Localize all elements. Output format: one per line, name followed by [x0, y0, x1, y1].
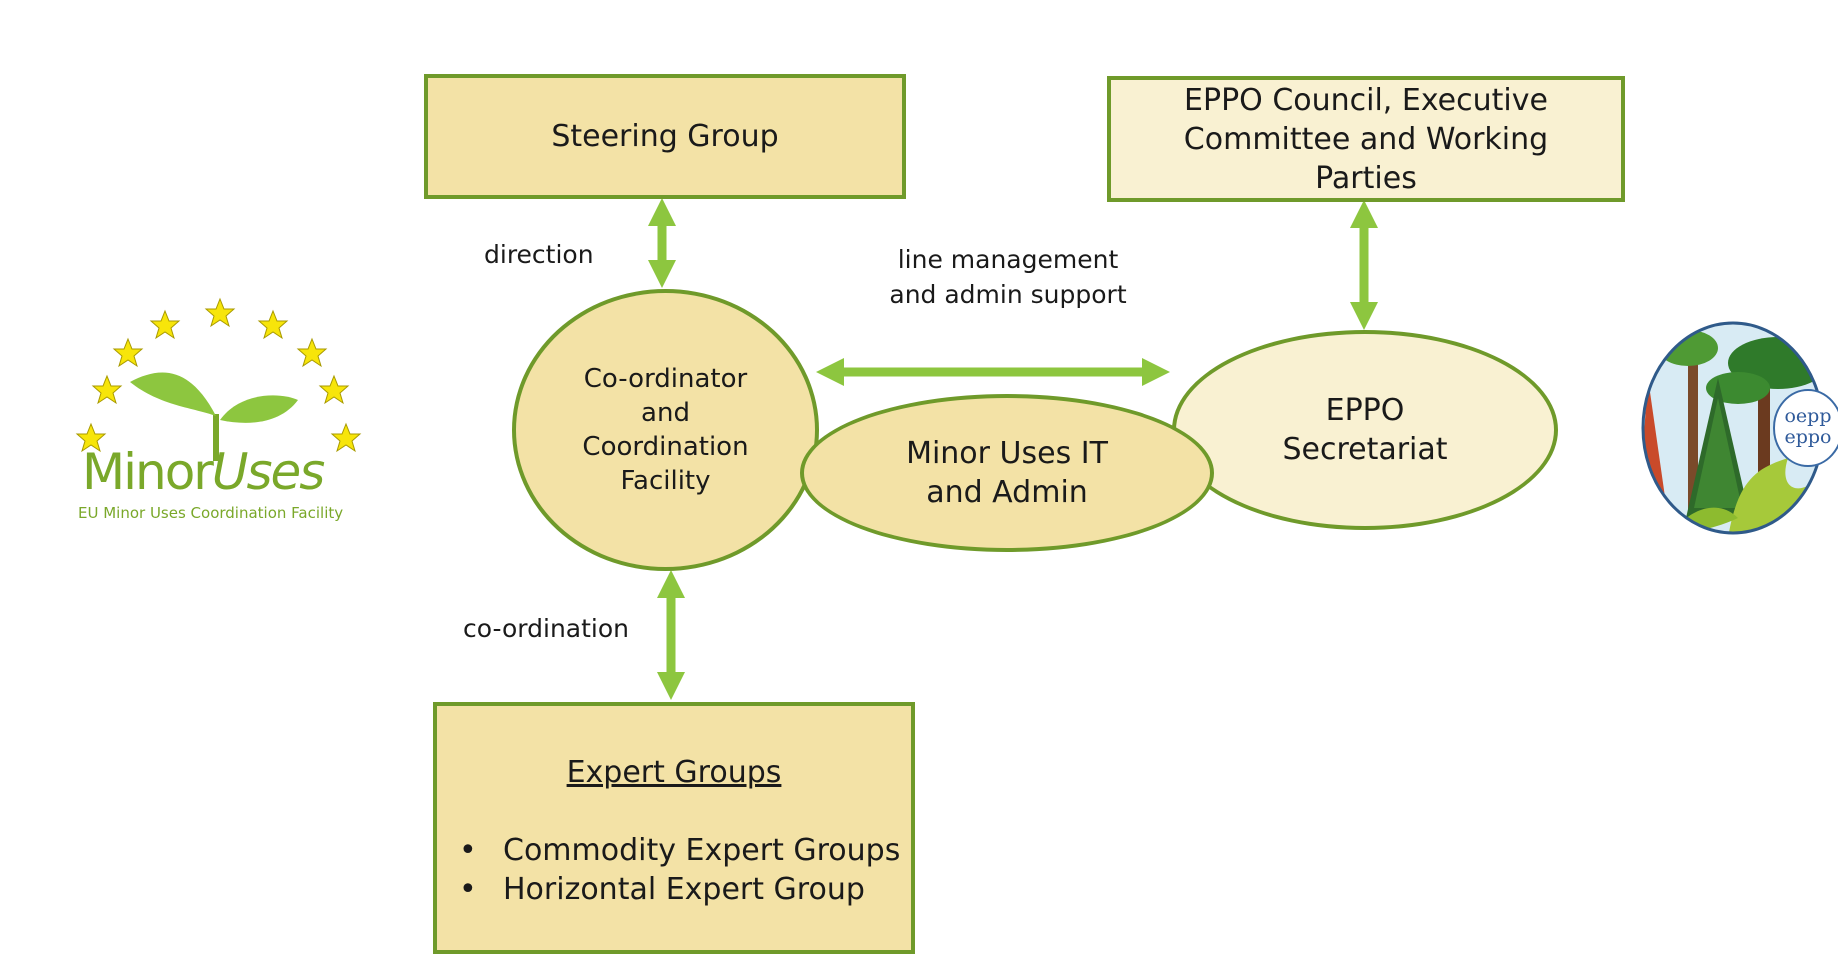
- coordinator-label: Co-ordinator and Coordination Facility: [582, 364, 749, 496]
- arrow-head-right: [1142, 358, 1170, 386]
- arrow-head-up: [648, 198, 676, 226]
- eppo-secretariat-ellipse: EPPO Secretariat: [1172, 330, 1558, 530]
- minor-uses-it-ellipse: Minor Uses IT and Admin: [800, 394, 1214, 552]
- list-item: Commodity Expert Groups: [437, 831, 900, 870]
- eppo-council-label: EPPO Council, Executive Committee and Wo…: [1183, 82, 1549, 196]
- direction-label: direction: [484, 240, 594, 269]
- eppo-logo: oepp eppo: [1628, 318, 1839, 538]
- minor-uses-it-label: Minor Uses IT and Admin: [906, 436, 1108, 510]
- arrow-head-down: [648, 260, 676, 288]
- stars-sprout-icon: [75, 297, 362, 461]
- minor-uses-wordmark: MinorUses: [82, 443, 325, 501]
- eppo-trees-icon: [1641, 321, 1839, 535]
- arrow-head-down: [1350, 302, 1378, 330]
- expert-groups-title: Expert Groups: [566, 755, 782, 790]
- arrow-head-up: [657, 570, 685, 598]
- arrow-head-up: [1350, 200, 1378, 228]
- coordination-label: co-ordination: [463, 614, 629, 643]
- arrow-head-down: [657, 672, 685, 700]
- eppo-logo-text: oepp eppo: [1784, 405, 1832, 448]
- line-management-label: line management and admin support: [889, 245, 1127, 309]
- steering-group-box: Steering Group: [424, 74, 906, 199]
- steering-group-label: Steering Group: [551, 119, 779, 154]
- expert-groups-box: Expert Groups Commodity Expert Groups Ho…: [433, 702, 915, 954]
- eppo-secretariat-label: EPPO Secretariat: [1282, 393, 1448, 467]
- minor-uses-tagline: EU Minor Uses Coordination Facility: [78, 504, 344, 522]
- coordinator-ellipse: Co-ordinator and Coordination Facility: [512, 289, 819, 571]
- expert-groups-list: Commodity Expert Groups Horizontal Exper…: [437, 831, 900, 909]
- list-item: Horizontal Expert Group: [437, 870, 900, 909]
- eppo-council-box: EPPO Council, Executive Committee and Wo…: [1107, 76, 1625, 202]
- arrow-head-left: [816, 358, 844, 386]
- minor-uses-logo: MinorUses EU Minor Uses Coordination Fac…: [70, 296, 380, 540]
